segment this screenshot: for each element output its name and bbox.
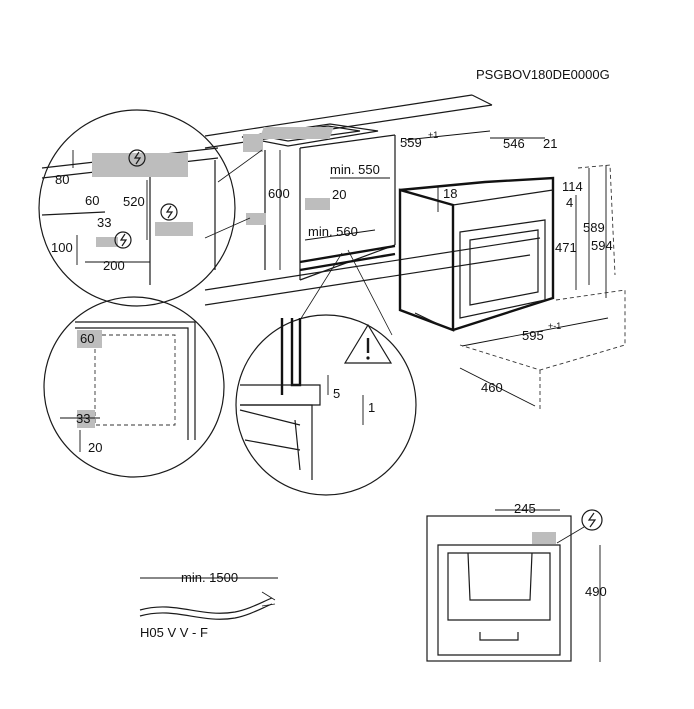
dim-600: 600 [268, 186, 290, 201]
bl-dim-60: 60 [80, 331, 94, 346]
electric-connection-icon [114, 231, 132, 249]
dim-589: 589 [583, 220, 605, 235]
cable-length: min. 1500 [181, 570, 238, 585]
bl-dim-33: 33 [76, 411, 90, 426]
warning-triangle-icon [343, 323, 393, 364]
tl-dim-80: 80 [55, 172, 69, 187]
tl-dim-60: 60 [85, 193, 99, 208]
dim-21: 21 [543, 136, 557, 151]
tl-dim-100: 100 [51, 240, 73, 255]
front-dim-245: 245 [514, 501, 536, 516]
dim-18: 18 [443, 186, 457, 201]
oven-perspective: 559 +1 546 21 18 114 4 589 594 471 595 +… [398, 130, 626, 410]
dim-594: 594 [591, 238, 613, 253]
dim-20: 20 [332, 187, 346, 202]
dim-4: 4 [566, 195, 573, 210]
front-dim-490: 490 [585, 584, 607, 599]
dim-546: 546 [503, 136, 525, 151]
dim-595: 595 [522, 328, 544, 343]
detail-bottom-left: 60 33 20 [43, 296, 225, 478]
dim-460: 460 [481, 380, 503, 395]
tl-dim-33: 33 [97, 215, 111, 230]
c-dim-5: 5 [333, 386, 340, 401]
electric-connection-icon [581, 509, 603, 531]
dim-559-tolerance: +1 [428, 130, 438, 140]
dim-114: 114 [562, 179, 583, 194]
dim-595-tolerance: +-1 [548, 321, 561, 331]
dim-471: 471 [555, 240, 577, 255]
electric-connection-icon [128, 149, 146, 167]
front-view: 245 490 [426, 501, 607, 662]
cable-detail: min. 1500 H05 V V - F [139, 570, 278, 640]
tl-dim-520: 520 [123, 194, 145, 209]
cabinet-perspective: 600 min. 550 20 min. 560 [204, 94, 541, 306]
model-code: PSGBOV180DE0000G [476, 67, 610, 82]
detail-center: 5 1 [235, 249, 417, 496]
dim-min-560: min. 560 [308, 224, 358, 239]
c-dim-1: 1 [368, 400, 375, 415]
cable-type: H05 V V - F [140, 625, 208, 640]
tl-dim-200: 200 [103, 258, 125, 273]
bl-dim-20: 20 [88, 440, 102, 455]
detail-top-left: 80 60 520 33 100 200 [38, 109, 263, 307]
electric-connection-icon [160, 203, 178, 221]
dim-559: 559 [400, 135, 422, 150]
dim-min-550: min. 550 [330, 162, 380, 177]
